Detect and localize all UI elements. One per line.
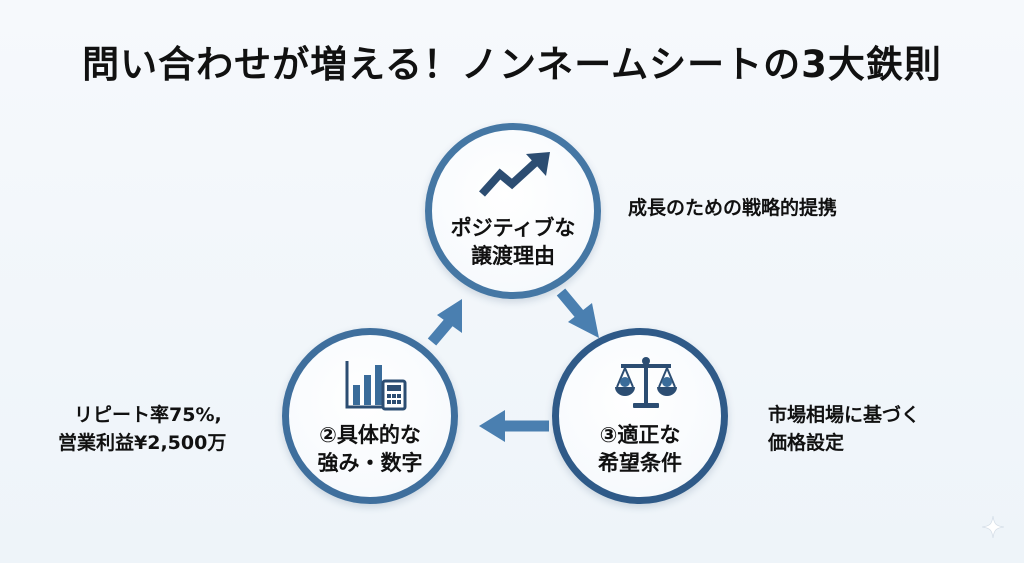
bar-chart-calculator-icon — [345, 361, 407, 411]
note-appropriate-terms-line1: 市場相場に基づく — [768, 404, 921, 426]
circle-concrete-strengths-line1: ②具体的な — [319, 423, 421, 447]
circle-positive-reason-line1: ポジティブな — [450, 216, 576, 240]
slide-title: 問い合わせが増える！ノンネームシートの3大鉄則 — [82, 43, 942, 86]
circle-concrete-strengths-line2: 強み・数字 — [317, 451, 423, 475]
note-appropriate-terms-line2: 価格設定 — [768, 432, 845, 454]
circle-appropriate-terms-line2: 希望条件 — [598, 451, 682, 475]
circle-appropriate-terms: ③適正な 希望条件 — [552, 328, 728, 504]
note-concrete-strengths: リピート率75%, 営業利益¥2,500万 — [58, 401, 226, 457]
circle-positive-reason: ポジティブな 譲渡理由 — [425, 123, 601, 299]
arrow-top-to-right — [556, 288, 599, 338]
note-concrete-strengths-line1: リピート率75%, — [74, 404, 222, 426]
note-appropriate-terms: 市場相場に基づく 価格設定 — [768, 401, 920, 457]
circle-appropriate-terms-label: ③適正な 希望条件 — [559, 421, 721, 477]
balance-scale-icon — [615, 357, 677, 408]
note-positive-reason: 成長のための戦略的提携 — [628, 194, 837, 222]
circle-concrete-strengths-label: ②具体的な 強み・数字 — [289, 421, 451, 477]
note-positive-reason-text: 成長のための戦略的提携 — [628, 197, 838, 219]
circle-concrete-strengths: ②具体的な 強み・数字 — [282, 328, 458, 504]
sparkle-icon — [982, 516, 1004, 538]
circle-appropriate-terms-line1: ③適正な — [599, 423, 681, 447]
arrow-left-to-top — [427, 299, 462, 346]
circle-positive-reason-label: ポジティブな 譲渡理由 — [432, 214, 594, 270]
arrow-right-to-left — [479, 410, 549, 442]
note-concrete-strengths-line2: 営業利益¥2,500万 — [58, 432, 227, 454]
trend-up-arrow-icon — [479, 152, 550, 197]
circle-positive-reason-line2: 譲渡理由 — [471, 244, 555, 268]
